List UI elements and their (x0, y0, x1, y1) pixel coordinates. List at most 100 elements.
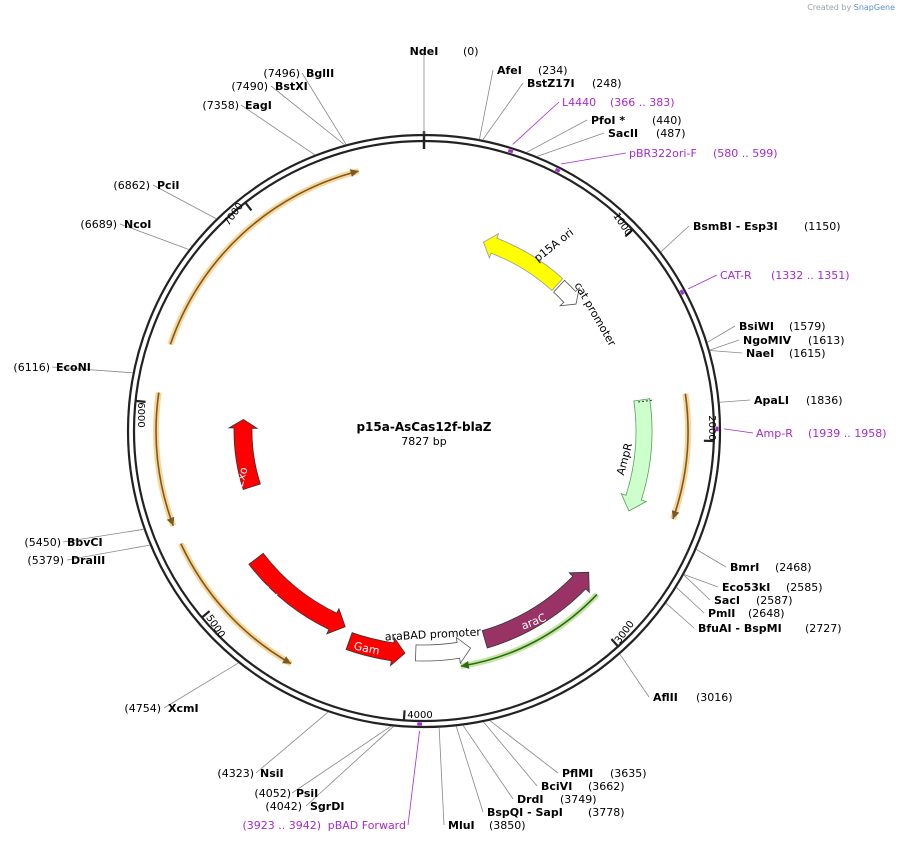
p15a-ori-arrow (482, 232, 564, 292)
leader-nsii (255, 711, 329, 774)
primer-cat-r: CAT-R (720, 269, 752, 282)
site-aflii: AflII (653, 691, 678, 704)
gam-label: Gam (353, 640, 381, 658)
site-bspqi-sapi: BspQI - SapI (487, 806, 563, 819)
leader-ncoi (119, 223, 190, 250)
plasmid-length: 7827 bp (401, 435, 446, 448)
credit-prefix: Created by (807, 3, 852, 12)
site-pos-xcmi: (4754) (124, 702, 161, 715)
site-pos-drdi: (3749) (560, 793, 597, 806)
leader-sacii (537, 132, 605, 157)
site-pos-naei: (1615) (789, 347, 826, 360)
primer-leader-amp-r (723, 428, 754, 434)
orf-right-head (671, 510, 680, 519)
leader-bcivi (483, 721, 538, 787)
site-pos-bsiwi: (1579) (789, 320, 826, 333)
site-pos-bfuai-bspmi: (2727) (805, 622, 842, 635)
site-ndei: NdeI (410, 45, 439, 58)
site-pos-afei: (234) (538, 64, 568, 77)
site-nsii: NsiI (260, 767, 284, 780)
leader-aflii (619, 653, 650, 698)
site-pos-draiii: (5379) (27, 554, 64, 567)
primer-l4440: L4440 (562, 96, 596, 109)
site-pos-ngomiv: (1613) (808, 334, 845, 347)
orf-bottom-green-head (460, 660, 470, 669)
exo-arrow (227, 418, 261, 491)
orf-top-left-halo (167, 168, 360, 346)
primer-range-amp-r: (1939 .. 1958) (808, 427, 887, 440)
primer-pbr322ori-f: pBR322ori-F (629, 147, 697, 160)
ampr-marker (637, 399, 655, 403)
leader-bstxi (270, 85, 345, 146)
site-bcivi: BciVI (541, 780, 572, 793)
tick-label-4000: 4000 (407, 710, 432, 721)
site-afei: AfeI (497, 64, 522, 77)
site-saci: SacI (714, 594, 740, 607)
site-bbvci: BbvCI (67, 536, 103, 549)
tick-label-2000: 2000 (706, 415, 717, 440)
beta-arrow (248, 552, 346, 635)
arac-arrow (481, 571, 590, 649)
site-pos-aflii: (3016) (696, 691, 733, 704)
site-pos-econi: (6116) (13, 361, 50, 374)
site-pos-bcivi: (3662) (588, 780, 625, 793)
site-pos-bbvci: (5450) (24, 536, 61, 549)
site-xcmi: XcmI (168, 702, 199, 715)
primer-leader-pbad-forward (407, 730, 420, 826)
site-pfoi: PfoI * (591, 114, 625, 127)
site-pos-psii: (4052) (254, 787, 291, 800)
leader-drdi (462, 725, 514, 800)
primer-mark-l4440 (507, 148, 514, 154)
site-bsmbi-esp3i: BsmBI - Esp3I (693, 220, 778, 233)
primer-range-pbr322ori-f: (580 .. 599) (713, 147, 778, 160)
site-pos-pmli: (2648) (748, 607, 785, 620)
leader-pflmi (489, 720, 559, 774)
label-leader-lines (51, 51, 754, 826)
leader-eco53ki (683, 574, 719, 588)
site-sacii: SacII (608, 127, 638, 140)
site-ncoi: NcoI (124, 218, 151, 231)
site-pos-sacii: (487) (656, 127, 686, 140)
orf-top-left (169, 170, 359, 345)
site-naei: NaeI (746, 347, 774, 360)
primer-range-l4440: (366 .. 383) (610, 96, 675, 109)
orf-left-halo (153, 392, 177, 527)
site-psii: PsiI (296, 787, 318, 800)
site-econi: EcoNI (56, 361, 91, 374)
site-pos-bglii: (7496) (263, 67, 300, 80)
leader-bfuai-bspmi (665, 602, 695, 629)
leader-sgrdi (305, 726, 394, 807)
tick-mark-7000 (244, 201, 253, 212)
site-pos-sgrdi: (4042) (265, 800, 302, 813)
site-bstz17i: BstZ17I (527, 77, 575, 90)
site-eco53ki: Eco53kI (722, 581, 770, 594)
leader-psii (291, 725, 392, 794)
leader-bglii (301, 72, 347, 145)
cat-promoter-label: cat promoter (571, 280, 618, 349)
tick-mark-4000 (402, 710, 406, 721)
orf-arcs (153, 168, 691, 670)
site-pos-pflmi: (3635) (610, 767, 647, 780)
site-pos-nsii: (4323) (217, 767, 254, 780)
site-pmli: PmlI (708, 607, 735, 620)
tick-mark-5000 (201, 610, 211, 619)
leader-saci (683, 574, 711, 601)
leader-bbvci (62, 528, 144, 543)
leader-naei (709, 350, 743, 354)
snapgene-credit: Created by SnapGene (807, 3, 895, 12)
tick-label-5000: 5000 (203, 613, 226, 640)
leader-pcii (152, 184, 217, 220)
leader-draiii (66, 544, 150, 561)
site-pos-ncoi: (6689) (80, 218, 117, 231)
tick-label-7000: 7000 (222, 201, 246, 228)
site-pos-bspqi-sapi: (3778) (588, 806, 625, 819)
site-pcii: PciI (157, 179, 179, 192)
site-pos-apali: (1836) (806, 394, 843, 407)
orf-left-head (166, 516, 175, 526)
orf-lower-left (180, 543, 292, 665)
site-pos-bstz17i: (248) (592, 77, 622, 90)
site-sgrdi: SgrDI (310, 800, 344, 813)
primer-leader-l4440 (512, 101, 560, 145)
